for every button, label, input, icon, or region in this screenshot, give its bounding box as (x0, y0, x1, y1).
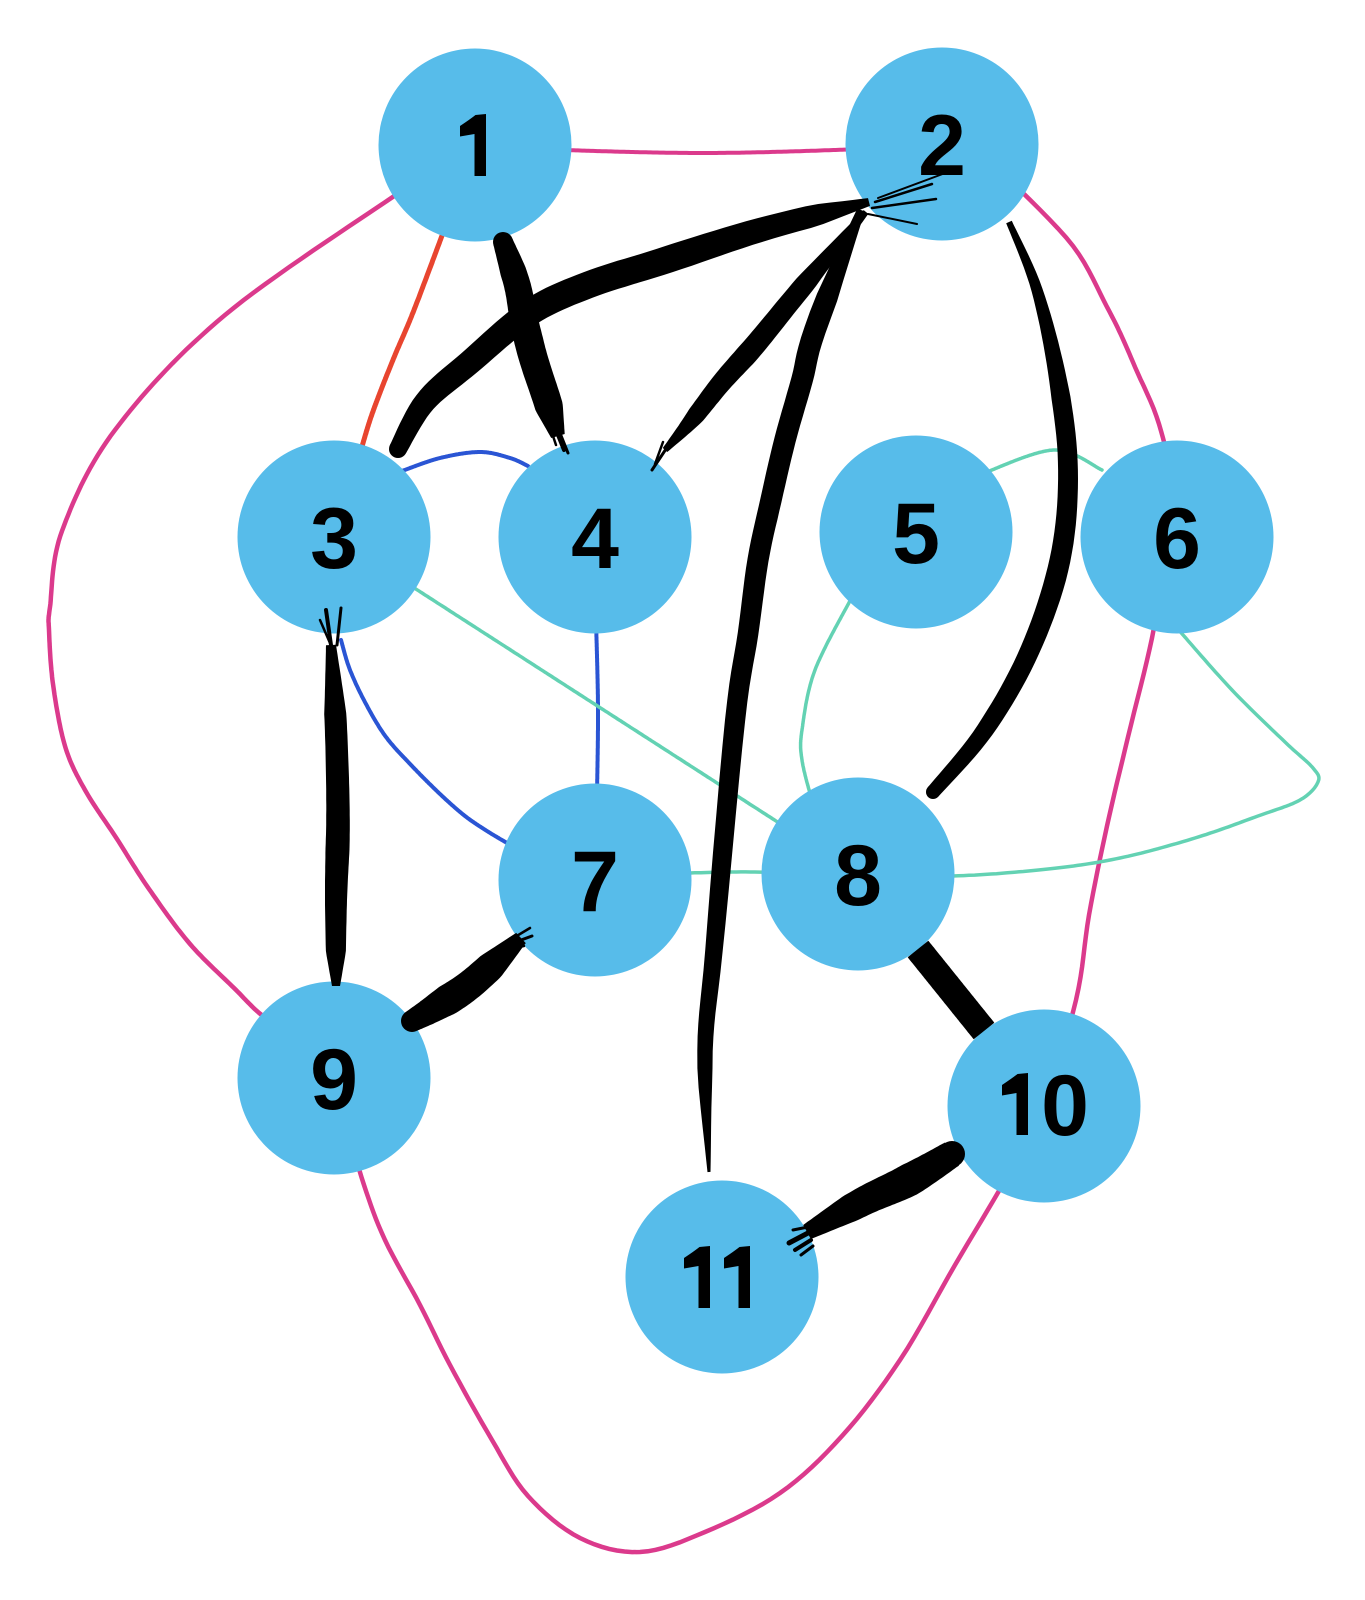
svg-text:5: 5 (892, 486, 940, 582)
svg-text:3: 3 (310, 491, 358, 587)
svg-text:9: 9 (310, 1032, 358, 1128)
svg-text:8: 8 (834, 828, 882, 924)
svg-text:2: 2 (918, 98, 966, 194)
svg-text:0: 0 (1041, 1058, 1089, 1154)
svg-text:7: 7 (571, 834, 619, 930)
svg-text:6: 6 (1153, 491, 1201, 587)
svg-text:4: 4 (571, 491, 619, 587)
